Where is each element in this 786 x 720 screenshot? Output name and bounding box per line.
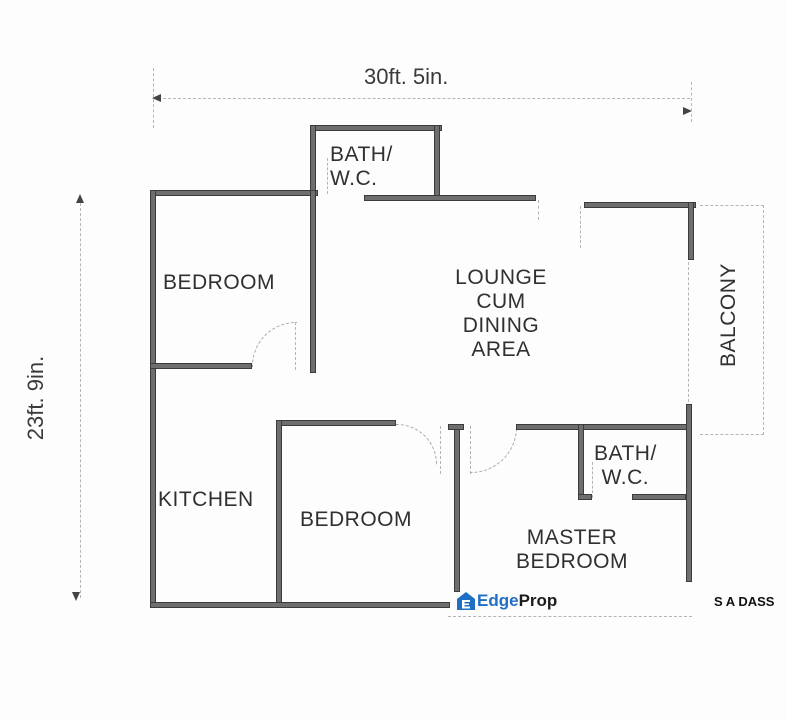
- door-swing: [592, 462, 593, 498]
- door-swing: [580, 206, 581, 248]
- wall: [454, 424, 460, 592]
- wall: [578, 494, 592, 500]
- room-label-bath-master: BATH/ W.C.: [594, 442, 657, 489]
- door-swing: [295, 322, 296, 370]
- balcony-bottom: [700, 434, 764, 435]
- arrow-up-icon: [76, 194, 84, 203]
- balcony-outer: [763, 205, 764, 435]
- balcony-top: [700, 205, 764, 206]
- wall: [150, 602, 450, 608]
- wall: [310, 125, 442, 131]
- wall: [434, 125, 440, 198]
- wall: [150, 190, 318, 196]
- depth-dimension-line: [80, 198, 81, 598]
- width-dimension-label: 30ft. 5in.: [364, 64, 449, 89]
- room-label-bedroom-1: BEDROOM: [163, 271, 276, 294]
- wall: [688, 202, 694, 260]
- house-icon: [457, 592, 475, 610]
- arrow-down-icon: [72, 592, 80, 601]
- room-label-balcony: BALCONY: [717, 263, 740, 367]
- wall: [150, 190, 156, 608]
- arrow-left-icon: [152, 94, 161, 102]
- width-dimension-line: [158, 98, 690, 99]
- wall: [584, 202, 696, 208]
- edgeprop-logo: Edge Prop: [456, 590, 557, 612]
- arrow-right-icon: [683, 107, 692, 115]
- depth-dimension-label: 23ft. 9in.: [23, 355, 49, 441]
- wall: [276, 420, 396, 426]
- door-swing-arc: [252, 322, 297, 367]
- brand-prop: Prop: [518, 591, 558, 610]
- wall: [578, 424, 584, 500]
- agent-name: S A DASS: [714, 594, 775, 609]
- wall: [686, 404, 692, 582]
- room-label-lounge: LOUNGE CUM DINING AREA: [455, 266, 547, 361]
- wall: [364, 195, 536, 201]
- wall: [448, 424, 464, 430]
- door-swing: [327, 158, 328, 194]
- room-label-bedroom-2: BEDROOM: [300, 508, 413, 531]
- wall: [310, 125, 316, 200]
- door-swing-arc: [470, 426, 517, 473]
- balcony-edge: [688, 262, 689, 402]
- width-ext-left: [153, 68, 154, 128]
- brand-edge: Edge: [477, 591, 519, 610]
- wall: [276, 420, 282, 608]
- master-bottom-line: [448, 616, 692, 617]
- door-swing-arc: [396, 424, 437, 465]
- door-swing: [440, 426, 441, 474]
- room-label-kitchen: KITCHEN: [158, 488, 254, 511]
- wall: [516, 424, 692, 430]
- width-ext-right: [691, 82, 692, 122]
- room-label-bath-top: BATH/ W.C.: [330, 143, 393, 190]
- wall: [632, 494, 686, 500]
- wall: [310, 190, 316, 373]
- room-label-master-bedroom: MASTER BEDROOM: [515, 526, 628, 573]
- wall: [150, 363, 252, 369]
- door-swing: [538, 200, 539, 220]
